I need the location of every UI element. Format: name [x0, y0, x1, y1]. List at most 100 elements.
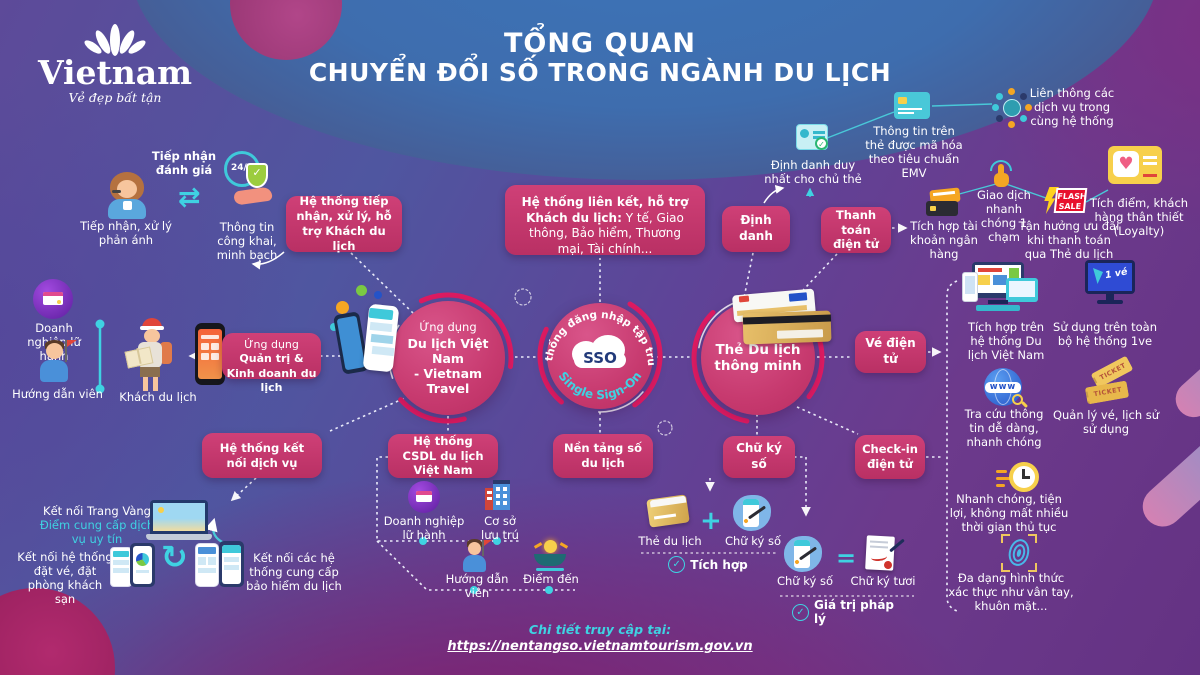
equals-sign: =: [836, 544, 857, 572]
wet-signature-label: Chữ ký tươi: [850, 574, 916, 588]
plus-sign: +: [700, 506, 722, 536]
card-circle-line2: thông minh: [714, 358, 802, 374]
booking-phones-icon: [110, 543, 158, 589]
insurance-phones-icon: [195, 541, 247, 589]
admin-app-line1: Ứng dụng: [244, 338, 299, 351]
promo-label: Tận hưởng ưu đãi khi thanh toán qua Thẻ …: [1018, 219, 1120, 262]
yellow-pages-main: Kết nối Trang Vàng: [43, 504, 151, 518]
fast-clock-icon: [996, 462, 1040, 500]
footer-url-link[interactable]: https://nentangso.vietnamtourism.gov.vn: [447, 639, 753, 654]
digital-sign-phone-icon: [731, 493, 773, 535]
connect-system-box: Hệ thống kết nối dịch vụ: [202, 433, 322, 478]
manage-tickets-label: Quản lý vé, lịch sử sử dụng: [1052, 408, 1160, 437]
smart-cards-icon: [715, 288, 847, 352]
card-circle-line1: Thẻ Du lịch: [715, 342, 801, 358]
csdl-guide-icon: [462, 538, 494, 574]
one-touch-label: Giao dịch nhanh chóng 1 chạm: [977, 188, 1031, 245]
recycle-icon: ↻: [161, 538, 188, 576]
emv-label: Thông tin trên thẻ được mã hóa theo tiêu…: [865, 124, 963, 181]
laptop-icon: [146, 500, 212, 544]
tickets-icon: TICKET TICKET: [1084, 355, 1136, 408]
business-icon: [33, 279, 73, 319]
esign-digital-label-1: Chữ ký số: [724, 534, 781, 548]
legal-label: Giá trị pháp lý: [814, 598, 895, 626]
svg-text:Single Sign-On: Single Sign-On: [556, 369, 645, 402]
csdl-business-icon: [408, 481, 442, 513]
agent-label: Tiếp nhận, xử lý phản ánh: [80, 219, 172, 248]
biometric-label: Đa dạng hình thức xác thực như vân tay, …: [948, 571, 1074, 614]
transparency-label: Thông tin công khai, minh bạch: [216, 220, 278, 263]
app-circle: Ứng dụng Du lịch Việt Nam - Vietnam Trav…: [391, 301, 505, 415]
yellow-pages-sub: Điểm cung cấp dịch vụ uy tín: [39, 518, 155, 547]
integrated-check: ✓ Tích hợp: [668, 556, 748, 573]
rating-label: Tiếp nhận đánh giá: [151, 149, 217, 178]
lookup-label: Tra cứu thông tin dễ dàng, nhanh chóng: [964, 407, 1044, 450]
link-system-rest: Y tế, Giao thông, Bảo hiểm, Thương mại, …: [529, 210, 684, 256]
app-circle-line2: Du lịch Việt Nam: [407, 336, 489, 366]
esign-digital-label-2: Chữ ký số: [776, 574, 833, 588]
interop-label: Liên thông các dịch vụ trong cùng hệ thố…: [1029, 86, 1115, 129]
feedback-system-box: Hệ thống tiếp nhận, xử lý, hỗ trợ Khách …: [286, 194, 402, 253]
integrate-label: Tích hợp trên hệ thống Du lịch Việt Nam: [967, 320, 1045, 363]
eticket-box: Vé điện tử: [855, 331, 926, 373]
esign-card-label: Thẻ du lịch: [638, 534, 702, 548]
lotus-icon: [84, 24, 146, 56]
admin-app-line2: Quản trị & Kinh doanh du lịch: [226, 352, 317, 394]
loyalty-label: Tích điểm, khách hàng thân thiết (Loyalt…: [1089, 196, 1189, 239]
integrated-systems-icon: [962, 262, 1040, 318]
logo-tagline: Vẻ đẹp bất tận: [68, 90, 162, 105]
footer-caption: Chi tiết truy cập tại:: [528, 622, 672, 637]
platform-box: Nền tảng số du lịch: [553, 434, 653, 478]
check-circle-icon-2: ✓: [792, 603, 809, 621]
tourist-card-icon: [646, 494, 692, 531]
fingerprint-icon: [1001, 534, 1037, 572]
page-title-line1: TỔNG QUAN: [503, 28, 697, 59]
csdl-box: Hệ thống CSDL du lịch Việt Nam: [388, 434, 498, 478]
accommodation-label: Cơ sở lưu trú: [481, 514, 519, 543]
csdl-guide-label: Hướng dẫn viên: [445, 572, 509, 601]
identity-box: Định danh: [722, 206, 790, 252]
integrated-label: Tích hợp: [690, 557, 748, 572]
check-circle-icon: ✓: [668, 556, 686, 573]
app-circle-line1: Ứng dụng: [419, 320, 477, 334]
sso-text: SSO: [583, 349, 617, 367]
wet-signature-doc-icon: [864, 535, 906, 576]
loyalty-card-icon: ♥: [1108, 146, 1166, 188]
destination-icon: [530, 540, 570, 574]
csdl-business-label: Doanh nghiệp lữ hành: [383, 514, 465, 543]
digital-sign-phone-icon-2: [782, 534, 824, 576]
use-all-label: Sử dụng trên toàn bộ hệ thống 1ve: [1053, 320, 1157, 349]
admin-app-box: Ứng dụng Quản trị & Kinh doanh du lịch: [222, 333, 321, 394]
bank-label: Tích hợp tài khoản ngân hàng: [910, 219, 978, 262]
payment-box: Thanh toán điện tử: [821, 207, 891, 253]
app-phones-icon: [330, 283, 402, 395]
app-circle-line3: - Vietnam Travel: [413, 366, 483, 396]
admin-app-phone-icon: [195, 323, 225, 387]
sso-arc-bottom: Single Sign-On: [556, 369, 645, 402]
tourist-icon: [124, 318, 180, 394]
sso-circle-text: SSO Hệ thống đăng nhập tập trung Single …: [536, 292, 657, 402]
guide-label: Hướng dẫn viên: [12, 387, 103, 401]
tourist-label: Khách du lịch: [119, 390, 197, 404]
bank-cards-icon: [926, 187, 964, 219]
link-system-box: Hệ thống liên kết, hỗ trợ Khách du lịch:…: [505, 185, 705, 256]
globe-search-icon: www: [984, 368, 1029, 410]
booking-label: Kết nối hệ thống đặt vé, đặt phòng khách…: [17, 550, 113, 607]
vietnam-tourism-logo: Vietnam Vẻ đẹp bất tận: [30, 16, 200, 105]
emv-card-icon: [894, 92, 932, 122]
support-agent-icon: [102, 172, 154, 220]
esign-box: Chữ ký số: [723, 436, 795, 478]
transparency-shield-icon: ✓: [233, 163, 279, 215]
guide-icon: [38, 338, 78, 386]
link-system-bold: Hệ thống liên kết, hỗ trợ Khách du lịch:: [521, 195, 689, 225]
insurance-label: Kết nối các hệ thống cung cấp bảo hiểm d…: [246, 551, 342, 594]
fast-checkin-label: Nhanh chóng, tiện lợi, không mất nhiều t…: [949, 492, 1069, 535]
id-card-icon: ✓: [796, 124, 830, 154]
footer-url-row: https://nentangso.vietnamtourism.gov.vn: [0, 639, 1200, 654]
page-title-line2: CHUYỂN ĐỔI SỐ TRONG NGÀNH DU LỊCH: [308, 58, 892, 87]
logo-brand: Vietnam: [37, 53, 193, 92]
one-touch-icon: [986, 160, 1016, 190]
yellow-pages-label: Kết nối Trang Vàng Điểm cung cấp dịch vụ…: [38, 504, 156, 546]
